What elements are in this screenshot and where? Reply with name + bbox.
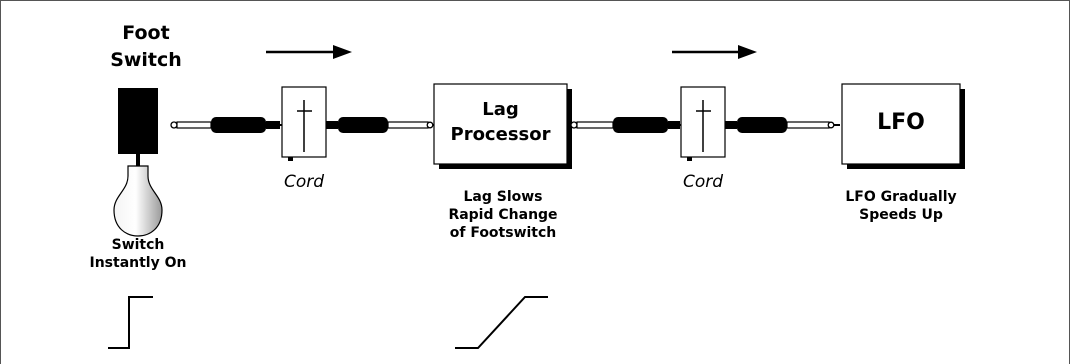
cord-label: Cord xyxy=(682,172,724,192)
cord-junction-icon xyxy=(281,86,327,161)
arrow-right-icon xyxy=(266,45,352,59)
instant-step-waveform xyxy=(108,296,153,349)
jack-plug-icon xyxy=(725,117,835,133)
jack-plug-icon xyxy=(570,117,680,133)
lag-caption-line: of Footswitch xyxy=(449,225,557,241)
footswitch-caption-line: Switch xyxy=(111,237,165,253)
lfo-caption-line: Speeds Up xyxy=(859,207,943,223)
lfo-box xyxy=(841,83,965,169)
footswitch-icon xyxy=(113,88,163,237)
footswitch-title-line: Foot xyxy=(122,22,170,44)
lag-caption-line: Rapid Change xyxy=(448,207,558,223)
footswitch-caption-line: Instantly On xyxy=(89,255,187,271)
lag-processor-label: Lag Processor xyxy=(434,97,567,147)
footswitch-caption: Switch Instantly On xyxy=(78,236,198,272)
lag-caption-line: Lag Slows xyxy=(463,189,543,205)
lfo-caption-line: LFO Gradually xyxy=(845,189,957,205)
arrow-right-icon xyxy=(672,45,757,59)
jack-plug-icon xyxy=(326,117,434,133)
footswitch-title: Foot Switch xyxy=(96,20,196,74)
gradual-ramp-waveform xyxy=(455,296,548,349)
bulb-icon xyxy=(113,165,163,237)
cord-label: Cord xyxy=(283,172,325,192)
lag-processor-box xyxy=(433,83,572,169)
cord-junction-icon xyxy=(680,86,726,161)
jack-plug-icon xyxy=(170,117,280,133)
footswitch-title-line: Switch xyxy=(110,49,182,71)
lag-processor-caption: Lag Slows Rapid Change of Footswitch xyxy=(428,188,578,242)
lfo-label: LFO xyxy=(877,110,925,135)
lfo-caption: LFO Gradually Speeds Up xyxy=(826,188,976,224)
lag-processor-label-line: Processor xyxy=(450,124,551,145)
lag-processor-label-line: Lag xyxy=(482,99,519,120)
